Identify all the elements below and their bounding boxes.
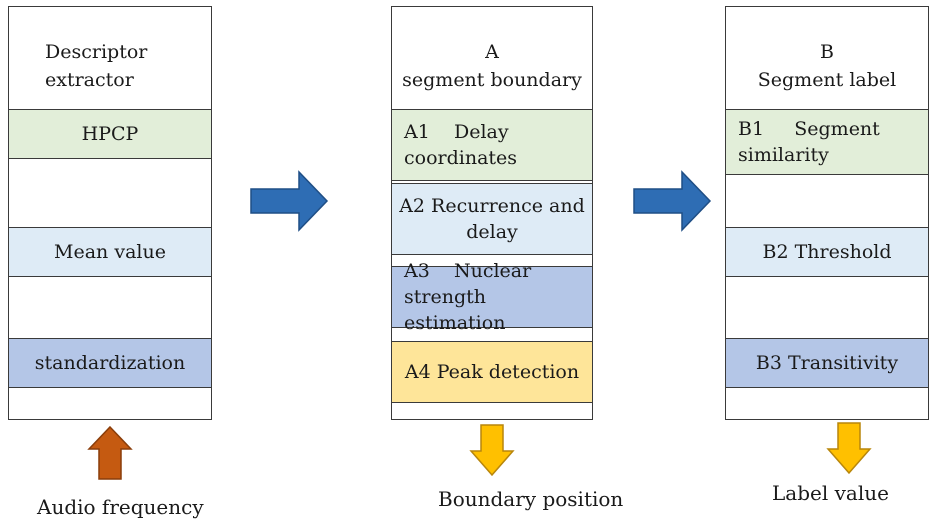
output-arrow-down-icon [826, 422, 872, 475]
descriptor-extractor-panel: Descriptor extractor HPCP Mean value sta… [8, 6, 212, 420]
audio-frequency-caption: Audio frequency [37, 495, 204, 519]
threshold-label: B2 Threshold [762, 241, 892, 263]
mean-value-step: Mean value [9, 227, 211, 277]
threshold-step: B2 Threshold [726, 227, 928, 277]
segment-label-title: Segment label [757, 69, 897, 91]
segment-similarity-line1: B1 Segment [738, 118, 880, 140]
segment-boundary-panel: A segment boundary A1 Delay coordinates … [391, 6, 593, 420]
transitivity-step: B3 Transitivity [726, 338, 928, 388]
segment-label-panel: B Segment label B1 Segment similarity B2… [725, 6, 929, 420]
recurrence-delay-step: A2 Recurrence and delay [392, 183, 592, 255]
peak-detection-step: A4 Peak detection [392, 341, 592, 403]
recurrence-delay-line1: A2 Recurrence and [399, 195, 585, 217]
nuclear-strength-step: A3 Nuclear strength estimation [392, 260, 592, 334]
nuclear-strength-line2: strength estimation [404, 286, 506, 334]
segment-similarity-step: B1 Segment similarity [726, 109, 928, 175]
flow-arrow-right-icon [633, 170, 712, 232]
delay-coordinates-step: A1 Delay coordinates [392, 109, 592, 181]
segment-label-letter: B [820, 41, 834, 63]
hpcp-label: HPCP [81, 123, 139, 145]
label-value-caption: Label value [772, 481, 889, 505]
output-arrow-down-icon [469, 424, 515, 477]
hpcp-step: HPCP [9, 109, 211, 159]
transitivity-label: B3 Transitivity [755, 352, 899, 374]
segment-similarity-line2: similarity [738, 144, 829, 166]
delay-coordinates-line1: A1 Delay [404, 121, 509, 143]
descriptor-title-line2: extractor [45, 69, 134, 91]
input-arrow-up-icon [87, 425, 133, 480]
standardization-label: standardization [34, 352, 186, 374]
segment-boundary-title: segment boundary [402, 69, 582, 91]
flow-arrow-right-icon [250, 170, 329, 232]
recurrence-delay-line2: delay [466, 221, 518, 243]
mean-value-label: Mean value [54, 241, 166, 263]
descriptor-title-line1: Descriptor [45, 41, 148, 63]
segment-boundary-letter: A [485, 41, 499, 63]
boundary-position-caption: Boundary position [438, 487, 624, 511]
delay-coordinates-line2: coordinates [404, 147, 518, 169]
standardization-step: standardization [9, 338, 211, 388]
nuclear-strength-line1: A3 Nuclear [404, 260, 532, 282]
peak-detection-label: A4 Peak detection [404, 361, 580, 383]
